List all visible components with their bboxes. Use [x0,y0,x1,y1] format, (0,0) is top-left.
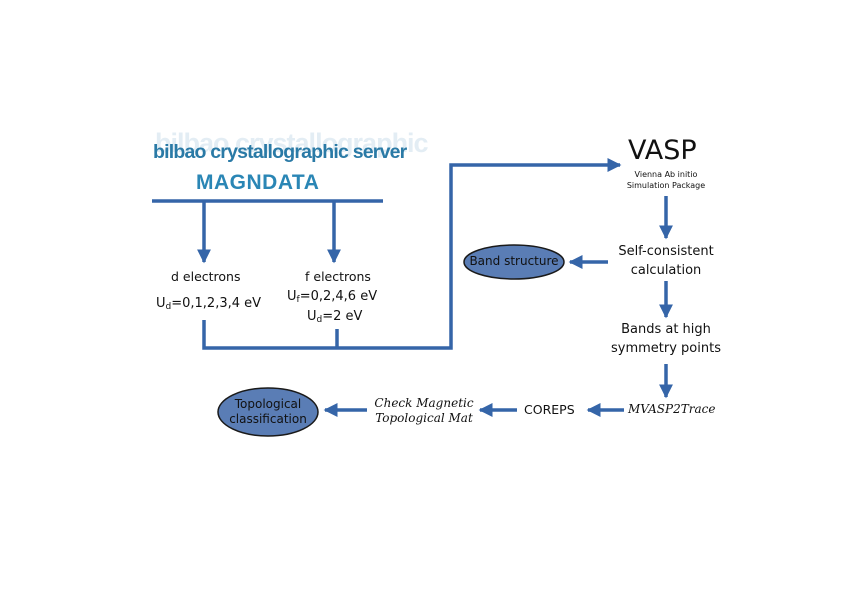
scf-calculation-label: Self-consistent calculation [599,242,733,280]
ud-symbol: U [307,309,317,324]
d-electrons-u: Ud=0,1,2,3,4 eV [156,294,261,317]
uf-symbol: U [287,289,297,304]
u-values: =0,1,2,3,4 eV [171,296,262,311]
vasp-subtitle-line1: Vienna Ab initio [634,170,698,179]
topological-classification-label: Topological classification [218,397,318,427]
logo-watermark: bilbao crystallographic [155,128,429,158]
u-symbol: U [156,296,166,311]
bands-line1: Bands at high [621,322,711,337]
check-line2: Topological Mat [375,411,473,425]
bands-label: Bands at high symmetry points [594,320,738,358]
bands-line2: symmetry points [611,341,721,356]
ud-subscript: d [316,315,323,325]
logo-server-name: bilbao crystallographic server [153,141,407,163]
vasp-subtitle-line2: Simulation Package [626,181,706,190]
magndata-label: MAGNDATA [196,171,320,194]
uf-subscript: f [296,295,300,305]
band-structure-ellipse [463,244,565,280]
ud-values: =2 eV [322,309,363,324]
topo-line1: Topological [234,397,302,411]
vasp-subtitle: Vienna Ab initio Simulation Package [606,169,726,191]
mvasp2trace-label: MVASP2Trace [628,402,716,416]
topo-line2: classification [229,412,307,426]
f-electrons-ud: Ud=2 eV [307,307,362,330]
scf-line2: calculation [630,263,702,278]
check-magnetic-label: Check Magnetic Topological Mat [368,396,480,426]
check-line1: Check Magnetic [374,396,474,410]
band-structure-label: Band structure [469,254,559,268]
connector-to-vasp [202,158,622,350]
f-electrons-label: f electrons [305,269,371,284]
coreps-label: COREPS [524,402,575,417]
topological-ellipse [217,387,319,437]
vasp-title: VASP [628,135,697,166]
scf-line1: Self-consistent [618,244,714,259]
uf-values: =0,2,4,6 eV [299,289,378,304]
d-electrons-label: d electrons [171,269,241,284]
u-subscript: d [165,302,172,312]
f-electrons-uf: Uf=0,2,4,6 eV [287,287,377,310]
